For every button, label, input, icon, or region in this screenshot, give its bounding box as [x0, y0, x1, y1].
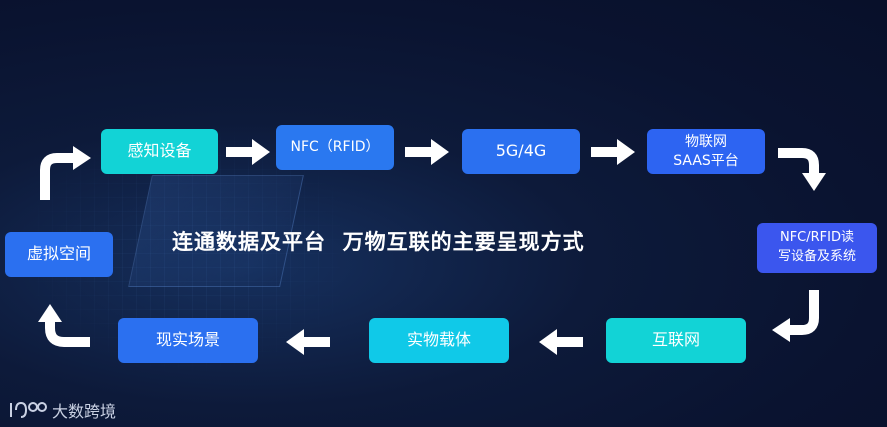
arrow-left-icon: [286, 329, 330, 355]
curved-arrow-down-icon: [778, 148, 826, 191]
watermark-logo: 大数跨境: [8, 398, 116, 422]
node-real-scene: 现实场景: [118, 318, 258, 363]
node-virtual-space: 虚拟空间: [5, 232, 113, 277]
curved-arrow-right-icon: [40, 146, 91, 200]
node-nfc-rfid: NFC（RFID）: [276, 125, 394, 170]
curved-arrow-up-icon: [38, 304, 90, 347]
arrow-left-icon: [539, 329, 583, 355]
arrow-right-icon: [591, 139, 635, 165]
watermark-text: 大数跨境: [52, 402, 117, 421]
diagram-title: 连通数据及平台 万物互联的主要呈现方式: [172, 230, 585, 254]
node-reader-system: NFC/RFID读 写设备及系统: [757, 223, 877, 273]
node-internet: 互联网: [606, 318, 746, 363]
node-5g-4g: 5G/4G: [462, 129, 580, 174]
arrow-right-icon: [226, 139, 270, 165]
curved-arrow-left-icon: [772, 290, 819, 342]
node-perception-device: 感知设备: [101, 129, 218, 174]
node-iot-saas-platform: 物联网 SAAS平台: [647, 129, 765, 174]
brand-mark-icon: [10, 401, 47, 418]
arrow-right-icon: [405, 139, 449, 165]
node-physical-carrier: 实物载体: [369, 318, 509, 363]
